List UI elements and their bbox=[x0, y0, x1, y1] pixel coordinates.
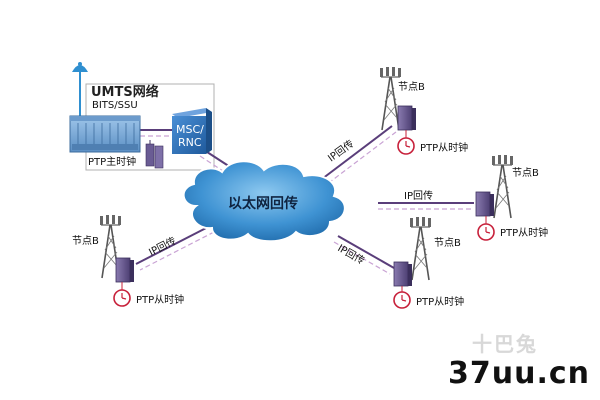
watermark-brand: 十巴兔 bbox=[472, 332, 538, 356]
node-b-right-tower bbox=[475, 154, 514, 241]
node-b-left-tower bbox=[99, 214, 135, 307]
watermark-site: 37uu.cn bbox=[448, 356, 590, 391]
link-left bbox=[135, 225, 215, 271]
node-b-top-tower bbox=[379, 66, 417, 155]
umts-network-title: UMTS网络 bbox=[91, 85, 159, 100]
link-label-bottom-right: IP回传 bbox=[336, 242, 367, 267]
link-top-right bbox=[317, 125, 397, 189]
node-b-top-clock-label: PTP从时钟 bbox=[420, 141, 468, 154]
rnc-label: RNC bbox=[178, 136, 202, 149]
link-label-right: IP回传 bbox=[404, 190, 433, 202]
ethernet-cloud-icon bbox=[182, 160, 346, 243]
link-label-top-right: IP回传 bbox=[326, 138, 357, 165]
node-b-bottom-clock-label: PTP从时钟 bbox=[416, 295, 464, 308]
link-bottom-right bbox=[333, 235, 395, 275]
node-b-bottom-equipment bbox=[393, 261, 413, 309]
link-right bbox=[378, 202, 474, 210]
umts-rack-icon bbox=[69, 115, 141, 153]
link-rack-msc bbox=[140, 129, 172, 137]
gps-antenna-icon bbox=[72, 62, 88, 118]
node-b-right-clock-label: PTP从时钟 bbox=[500, 226, 548, 239]
msc-rnc-box bbox=[172, 108, 212, 154]
bits-ssu-label: BITS/SSU bbox=[92, 100, 138, 111]
node-b-right-label: 节点B bbox=[512, 167, 539, 179]
ptp-master-clock-icon bbox=[145, 140, 164, 169]
ethernet-backhaul-label: 以太网回传 bbox=[228, 196, 298, 212]
ptp-master-label: PTP主时钟 bbox=[88, 157, 137, 168]
node-b-top-label: 节点B bbox=[398, 81, 425, 93]
node-b-left-label: 节点B bbox=[72, 235, 99, 247]
link-label-left: IP回传 bbox=[147, 235, 178, 259]
node-b-mid-right-label: 节点B bbox=[434, 237, 461, 249]
node-b-mid-right-tower bbox=[409, 216, 432, 281]
msc-label: MSC/ bbox=[176, 123, 204, 136]
node-b-left-clock-label: PTP从时钟 bbox=[136, 293, 184, 306]
